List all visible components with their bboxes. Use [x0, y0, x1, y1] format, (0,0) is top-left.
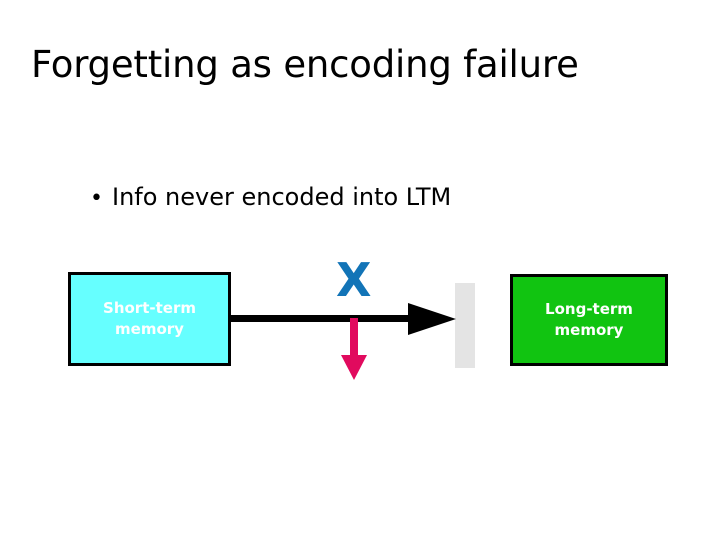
bullet-marker-icon: • [90, 186, 103, 211]
long-term-memory-label-line1: Long-term [545, 300, 633, 318]
short-term-memory-label-line1: Short-term [103, 299, 196, 317]
short-term-memory-label-line2: memory [115, 320, 184, 338]
gray-block-shape [455, 283, 475, 368]
long-term-memory-box: Long-term memory [510, 274, 668, 366]
short-term-memory-box: Short-term memory [68, 272, 231, 366]
bullet-text: Info never encoded into LTM [111, 183, 452, 211]
x-mark-icon: X [336, 253, 372, 307]
bullet-list-item: • Info never encoded into LTM [90, 182, 451, 214]
page-title: Forgetting as encoding failure [31, 43, 579, 86]
long-term-memory-label-line2: memory [554, 321, 624, 339]
blocked-path-arrow-icon [341, 318, 367, 380]
stm-to-ltm-arrow-icon [230, 303, 456, 335]
